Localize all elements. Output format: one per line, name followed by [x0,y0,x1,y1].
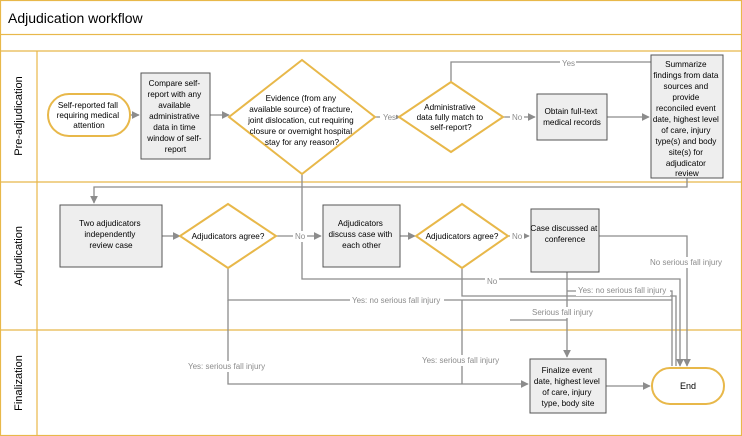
decision-adjudicators-agree-2: Adjudicators agree? [414,202,510,270]
edge-labels: Yes No Yes No No No No serious fall inju… [186,58,740,372]
node-end: End [651,367,725,405]
svg-text:Case discussed at confer: Case discussed at conference [530,224,599,244]
node-finalize-event: Finalize event date, highest level of ca… [529,358,607,414]
svg-text:Self-reported fall requi: Self-reported fall requiring medical att… [57,101,122,130]
label-serious-injury: Serious fall injury [532,308,593,317]
label-yes-match: Yes [562,59,575,68]
label-no-agree1: No [295,232,306,241]
svg-text:Adjudicators agree?: Adjudicators agree? [426,232,499,241]
node-two-adjudicators-review: Two adjudicators independently review ca… [59,204,163,268]
svg-text:Obtain full-text medical: Obtain full-text medical records [543,107,601,127]
edge-agree2-no-serious [461,268,677,366]
node-compare-self-report: Compare self- report with any available … [140,72,211,160]
node-self-reported-fall: Self-reported fall requiring medical att… [47,93,131,137]
svg-text:End: End [680,381,696,391]
svg-text:Compare self- report wit: Compare self- report with any available … [146,79,203,154]
node-case-conference: Case discussed at conference [530,208,600,273]
page-title: Adjudication workflow [8,10,144,26]
node-adjudicators-discuss: Adjudicators discuss case with each othe… [322,204,401,268]
edge-summarize-two [90,178,688,204]
label-yes-serious-mid: Yes: serious fall injury [422,356,499,365]
label-no-evidence: No [487,277,498,286]
svg-text:Administrative data full: Administrative data fully match to self-… [417,103,486,132]
label-no-serious-injury: No serious fall injury [650,258,722,267]
svg-text:Evidence (from any avail: Evidence (from any available source) of … [247,94,356,147]
label-yes-no-serious-left: Yes: no serious fall injury [352,296,440,305]
svg-text:Two adjudicators indepen: Two adjudicators independently review ca… [79,219,143,250]
lane-label-pre-adjudication: Pre-adjudication [13,76,25,156]
decision-adjudicators-agree-1: Adjudicators agree? [178,202,278,270]
node-obtain-full-text: Obtain full-text medical records [536,93,608,141]
label-yes-evidence: Yes [383,113,396,122]
edge-conference-no-serious [599,235,691,367]
svg-text:Adjudicators discuss cas: Adjudicators discuss case with each othe… [329,219,395,250]
decision-evidence-of-injury: Evidence (from any available source) of … [227,58,377,176]
svg-text:Adjudicators agree?: Adjudicators agree? [192,232,265,241]
label-yes-no-serious-right: Yes: no serious fall injury [578,286,666,295]
label-no-match: No [512,113,523,122]
title-bar [0,0,742,36]
decision-admin-data-match: Administrative data fully match to self-… [397,80,505,154]
label-yes-serious-left: Yes: serious fall injury [188,362,265,371]
label-no-agree2: No [512,232,523,241]
node-summarize-findings: Summarize findings from data sources and… [650,54,724,179]
svg-text:Summarize findings from: Summarize findings from data sources and… [653,60,721,178]
lane-label-adjudication: Adjudication [13,226,25,286]
lane-label-finalization: Finalization [13,355,25,411]
svg-text:Finalize event date, hig: Finalize event date, highest level of ca… [534,366,602,408]
edge-agree1-serious [227,300,529,388]
